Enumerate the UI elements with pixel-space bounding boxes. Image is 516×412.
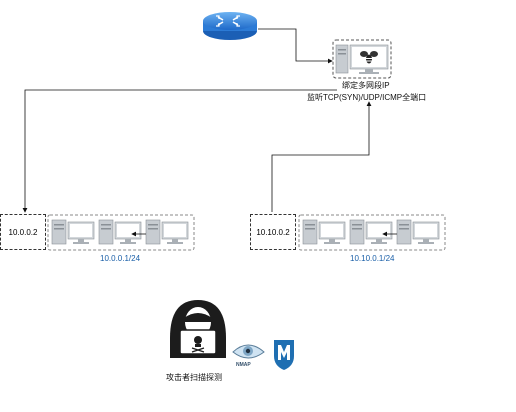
left-computer-group xyxy=(47,214,195,251)
computer-icon xyxy=(349,219,393,245)
server-label-line2: 监听TCP(SYN)/UDP/ICMP全端口 xyxy=(307,93,427,102)
hacker-icon xyxy=(170,300,226,358)
computer-icon xyxy=(51,219,95,245)
connection-lines xyxy=(22,28,372,213)
attacker-label: 攻击者扫描探测 xyxy=(166,373,222,382)
router-icon xyxy=(203,12,257,40)
server-to-left-network-line xyxy=(22,89,337,213)
server-label-line1: 绑定多网段IP xyxy=(342,81,390,90)
left-subnet-label: 10.0.0.1/24 xyxy=(100,254,141,263)
bee-icon xyxy=(360,51,378,64)
left-gateway-ip: 10.0.0.2 xyxy=(8,227,38,237)
left-gateway-ip-box: 10.0.0.2 xyxy=(0,214,46,250)
server-to-right-network-line xyxy=(271,101,372,212)
right-gateway-ip-box: 10.10.0.2 xyxy=(250,214,296,250)
honeypot-server-icon xyxy=(332,39,392,79)
nmap-icon xyxy=(232,344,265,359)
computer-icon xyxy=(396,219,440,245)
router-to-server-line xyxy=(258,28,333,64)
right-gateway-ip: 10.10.0.2 xyxy=(256,227,290,237)
computer-icon xyxy=(145,219,189,245)
computer-icon xyxy=(302,219,346,245)
right-computer-group xyxy=(298,214,446,251)
right-subnet-label: 10.10.0.1/24 xyxy=(350,254,395,263)
computer-icon xyxy=(98,219,142,245)
nmap-label: NMAP xyxy=(236,362,251,368)
metasploit-icon xyxy=(274,340,294,370)
